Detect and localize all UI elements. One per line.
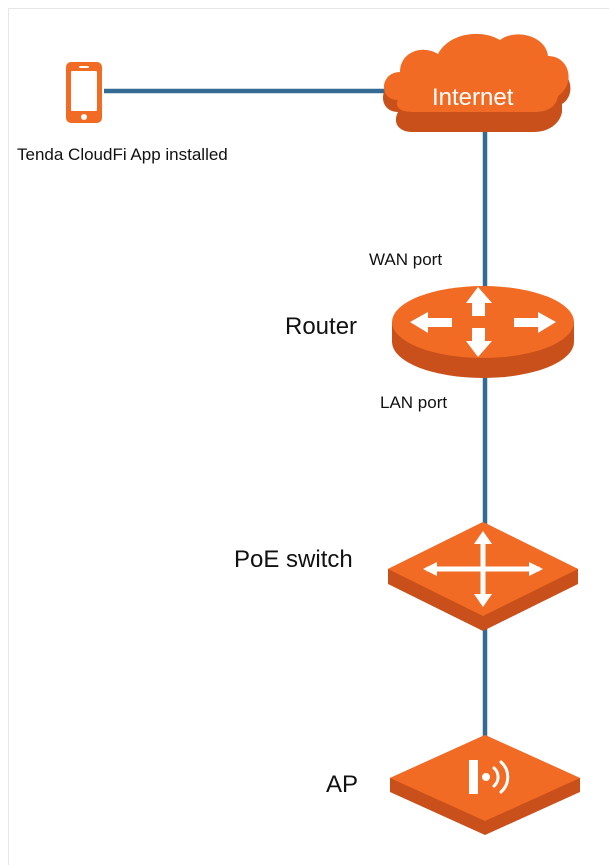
diagram-frame — [8, 8, 609, 865]
wan-port-label: WAN port — [369, 250, 443, 269]
switch-icon — [388, 522, 578, 631]
internet-label: Internet — [432, 84, 514, 111]
router-icon — [392, 286, 574, 378]
cloud-icon — [383, 33, 571, 132]
ap-label: AP — [326, 771, 359, 798]
router-label: Router — [285, 313, 358, 340]
phone-label: Tenda CloudFi App installed — [17, 145, 228, 164]
access-point-icon — [390, 735, 580, 835]
poe-switch-label: PoE switch — [234, 546, 353, 573]
connection-lines — [104, 88, 488, 745]
lan-port-label: LAN port — [380, 393, 448, 412]
smartphone-icon — [66, 62, 102, 123]
